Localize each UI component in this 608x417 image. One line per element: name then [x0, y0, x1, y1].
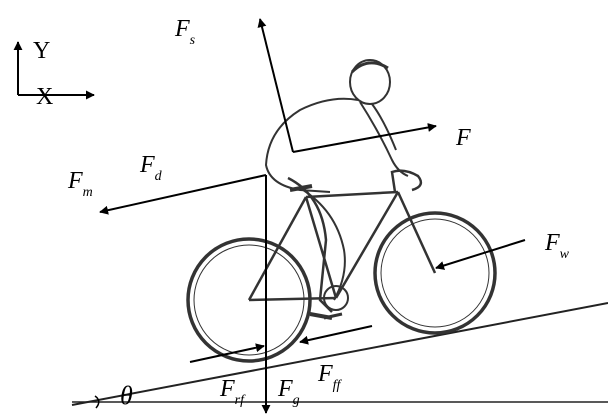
chain-stay	[248, 296, 337, 302]
force-Fs-arrow	[257, 18, 294, 153]
rider-chest	[371, 103, 397, 151]
force-Frf-arrow	[189, 343, 265, 363]
bicycle	[186, 169, 497, 363]
rider-arm	[359, 101, 409, 177]
front-wheel	[373, 211, 497, 335]
seat-stay	[247, 196, 308, 301]
force-Fm-Fd-arrow	[99, 174, 267, 215]
rider-shoe	[309, 312, 333, 320]
label-Fd: Fd	[139, 152, 163, 184]
label-Fff: Fff	[317, 361, 343, 393]
angle-arc	[94, 395, 100, 409]
down-tube	[334, 191, 400, 299]
rider-leg-back	[299, 187, 346, 301]
rider-head	[349, 59, 391, 105]
angle-theta: θ	[120, 381, 133, 410]
label-F: F	[455, 125, 471, 151]
rear-wheel-rim	[193, 244, 305, 356]
seat-tube	[304, 196, 338, 299]
force-vectors	[99, 18, 526, 414]
top-tube	[305, 190, 399, 199]
x-axis-label: X	[36, 84, 53, 110]
coordinate-axes: Y X	[13, 38, 95, 110]
label-Fg: Fg	[277, 376, 300, 408]
y-axis-label: Y	[33, 38, 50, 64]
force-Fw-arrow	[435, 239, 526, 270]
force-Fff-arrow	[299, 325, 373, 345]
label-Fm: Fm	[67, 168, 93, 200]
force-labels: Fs F Fd Fm Fw Frf Fg Fff	[67, 16, 570, 408]
force-F-arrow	[292, 123, 437, 153]
label-Fw: Fw	[544, 230, 570, 262]
front-wheel-rim	[380, 218, 490, 328]
rider-hair	[350, 61, 389, 74]
rear-wheel	[186, 237, 312, 363]
fork	[396, 191, 437, 274]
cyclist	[264, 59, 409, 320]
rider-leg	[287, 176, 333, 313]
incline-surface	[71, 302, 608, 406]
incline: θ	[71, 302, 608, 410]
handlebar	[390, 169, 423, 193]
label-Fs: Fs	[174, 16, 196, 48]
rider-back	[264, 97, 359, 193]
label-Frf: Frf	[219, 376, 246, 408]
